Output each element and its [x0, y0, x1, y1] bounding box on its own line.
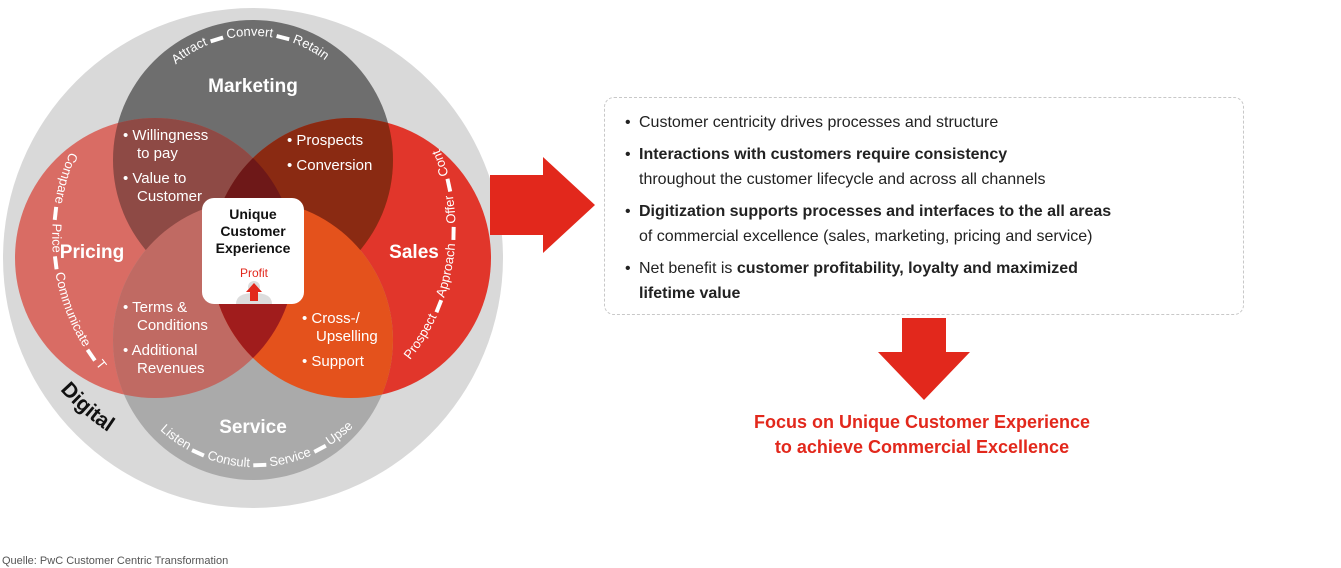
center-title-2: Customer — [220, 223, 286, 239]
sales-sep-3: ▬ — [437, 174, 456, 197]
svg-text:• Cross-/: • Cross-/ — [302, 310, 361, 327]
pricing-title: Pricing — [60, 242, 124, 263]
center-profit: Profit — [240, 266, 269, 280]
sales-sep-1: ▬ — [426, 294, 447, 317]
right-arrow-icon — [490, 157, 595, 253]
profit-up-arrow-icon — [246, 283, 262, 301]
center-title-3: Experience — [216, 240, 291, 256]
svg-text:Upselling: Upselling — [316, 328, 378, 345]
svg-text:Conditions: Conditions — [137, 317, 208, 334]
info-bullet-4-bold2: lifetime value — [639, 285, 741, 302]
conclusion: Focus on Unique Customer Experience to a… — [700, 410, 1144, 460]
info-bullet-1-text: Customer centricity drives processes and… — [639, 114, 999, 131]
svg-text:• Terms &: • Terms & — [123, 299, 187, 316]
svg-text:• Support: • Support — [302, 353, 365, 370]
svg-text:Revenues: Revenues — [137, 360, 205, 377]
overlap-pricing-service-labels: • Terms & Conditions • Additional Revenu… — [123, 299, 208, 377]
info-box: Customer centricity drives processes and… — [604, 97, 1244, 315]
overlap-sales-service-labels: • Cross-/ Upselling • Support — [302, 310, 378, 370]
sales-sep-2: ▬ — [443, 223, 459, 244]
svg-text:• Value to: • Value to — [123, 170, 186, 187]
center-title-1: Unique — [229, 206, 277, 222]
service-sep-1: ▬ — [187, 440, 211, 462]
info-bullet-4-pre: Net benefit is — [639, 260, 737, 277]
info-bullet-3-bold: Digitization supports processes and inte… — [639, 203, 1112, 220]
info-bullet-1: Customer centricity drives processes and… — [625, 110, 1227, 135]
marketing-title: Marketing — [208, 76, 298, 97]
info-bullet-2-bold: Interactions with customers require cons… — [639, 146, 1008, 163]
svg-text:• Additional: • Additional — [123, 342, 197, 359]
down-arrow-icon — [878, 318, 970, 400]
conclusion-line-1: Focus on Unique Customer Experience — [753, 412, 1091, 432]
info-bullet-3-rest: of commercial excellence (sales, marketi… — [639, 228, 1093, 245]
source-note: Quelle: PwC Customer Centric Transformat… — [2, 555, 229, 567]
overlap-sales-service — [211, 200, 393, 398]
pricing-step-2: Price — [49, 223, 65, 253]
info-bullet-4: Net benefit is customer profitability, l… — [625, 256, 1227, 306]
svg-text:Customer: Customer — [137, 188, 202, 205]
marketing-step-2: Convert — [225, 24, 275, 42]
sales-step-3: Offer — [441, 194, 459, 224]
svg-text:• Willingness: • Willingness — [123, 127, 208, 144]
service-sep-2: ▬ — [250, 454, 271, 470]
info-bullet-3: Digitization supports processes and inte… — [625, 199, 1227, 249]
info-bullet-2: Interactions with customers require cons… — [625, 142, 1227, 192]
pricing-sep-2: ▬ — [50, 252, 67, 274]
overlap-pricing-service — [113, 200, 295, 398]
info-bullet-4-bold: customer profitability, loyalty and maxi… — [736, 260, 1078, 277]
svg-text:• Prospects: • Prospects — [287, 132, 363, 149]
overlap-marketing-pricing-labels: • Willingness to pay • Value to Customer — [123, 127, 208, 205]
svg-text:• Conversion: • Conversion — [287, 157, 372, 174]
overlap-marketing-sales-labels: • Prospects • Conversion — [287, 132, 372, 174]
svg-text:to pay: to pay — [137, 145, 178, 162]
service-title: Service — [219, 417, 287, 438]
pricing-sep-1: ▬ — [50, 203, 67, 224]
sales-title: Sales — [389, 242, 439, 263]
center-box — [202, 198, 304, 304]
info-bullet-2-rest: throughout the customer lifecycle and ac… — [639, 171, 1046, 188]
conclusion-line-2: to achieve Commercial Excellence — [774, 437, 1070, 457]
